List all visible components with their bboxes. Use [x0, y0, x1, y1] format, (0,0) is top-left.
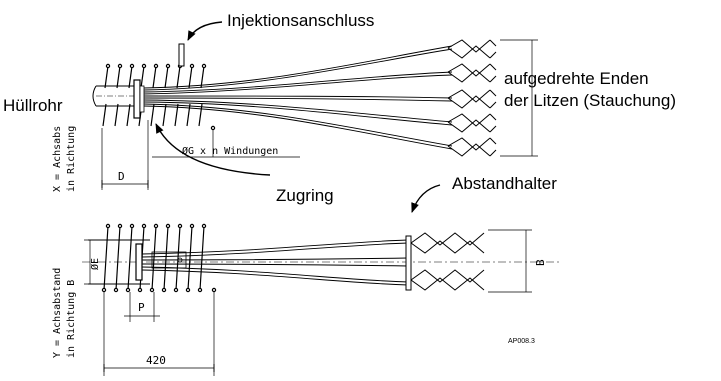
spiral-label: ØG x n Windungen — [182, 145, 278, 157]
e-dimension — [84, 239, 102, 285]
bottom-spiral-coil — [101, 223, 217, 293]
b-label: B — [534, 259, 547, 266]
tension-ring — [133, 79, 145, 119]
tension-ring-label: Zugring — [276, 186, 334, 205]
p-dimension — [124, 292, 160, 322]
leader-arrows — [155, 21, 441, 213]
spacer-label: Abstandhalter — [452, 174, 557, 193]
unwound-ends-label-line2: der Litzen (Stauchung) — [504, 91, 676, 110]
spiral-coil — [102, 63, 216, 131]
length-dimension — [103, 292, 215, 376]
d-dimension — [101, 120, 149, 190]
bottom-unwound-ends — [410, 232, 485, 291]
spiral-dimension — [152, 130, 300, 158]
spacer — [405, 235, 412, 291]
x-axis-label-line1: X = Achsabs — [52, 126, 63, 192]
bottom-view — [82, 223, 560, 376]
unwound-ends — [447, 39, 497, 157]
sheath-label: Hüllrohr — [3, 96, 63, 115]
bottom-strands — [141, 239, 409, 286]
top-width-dimension — [500, 39, 538, 157]
length-label: 420 — [146, 354, 166, 367]
b-dimension — [488, 229, 532, 293]
x-axis-label-line2: in Richtung — [66, 126, 77, 192]
y-axis-label-line1: Y = Achsabstand — [52, 268, 63, 358]
injection-port-label: Injektionsanschluss — [227, 11, 374, 30]
diameter-e-label: ØE — [89, 258, 101, 270]
strands — [143, 45, 453, 150]
d-label: D — [118, 170, 125, 183]
unwound-ends-label-line1: aufgedrehte Enden — [504, 69, 649, 88]
injection-port — [178, 43, 185, 67]
top-view — [92, 39, 538, 190]
figure-code: AP008.3 — [508, 338, 535, 345]
pitch-label: P — [138, 301, 145, 314]
y-axis-label-line2: in Richtung B — [66, 280, 77, 358]
